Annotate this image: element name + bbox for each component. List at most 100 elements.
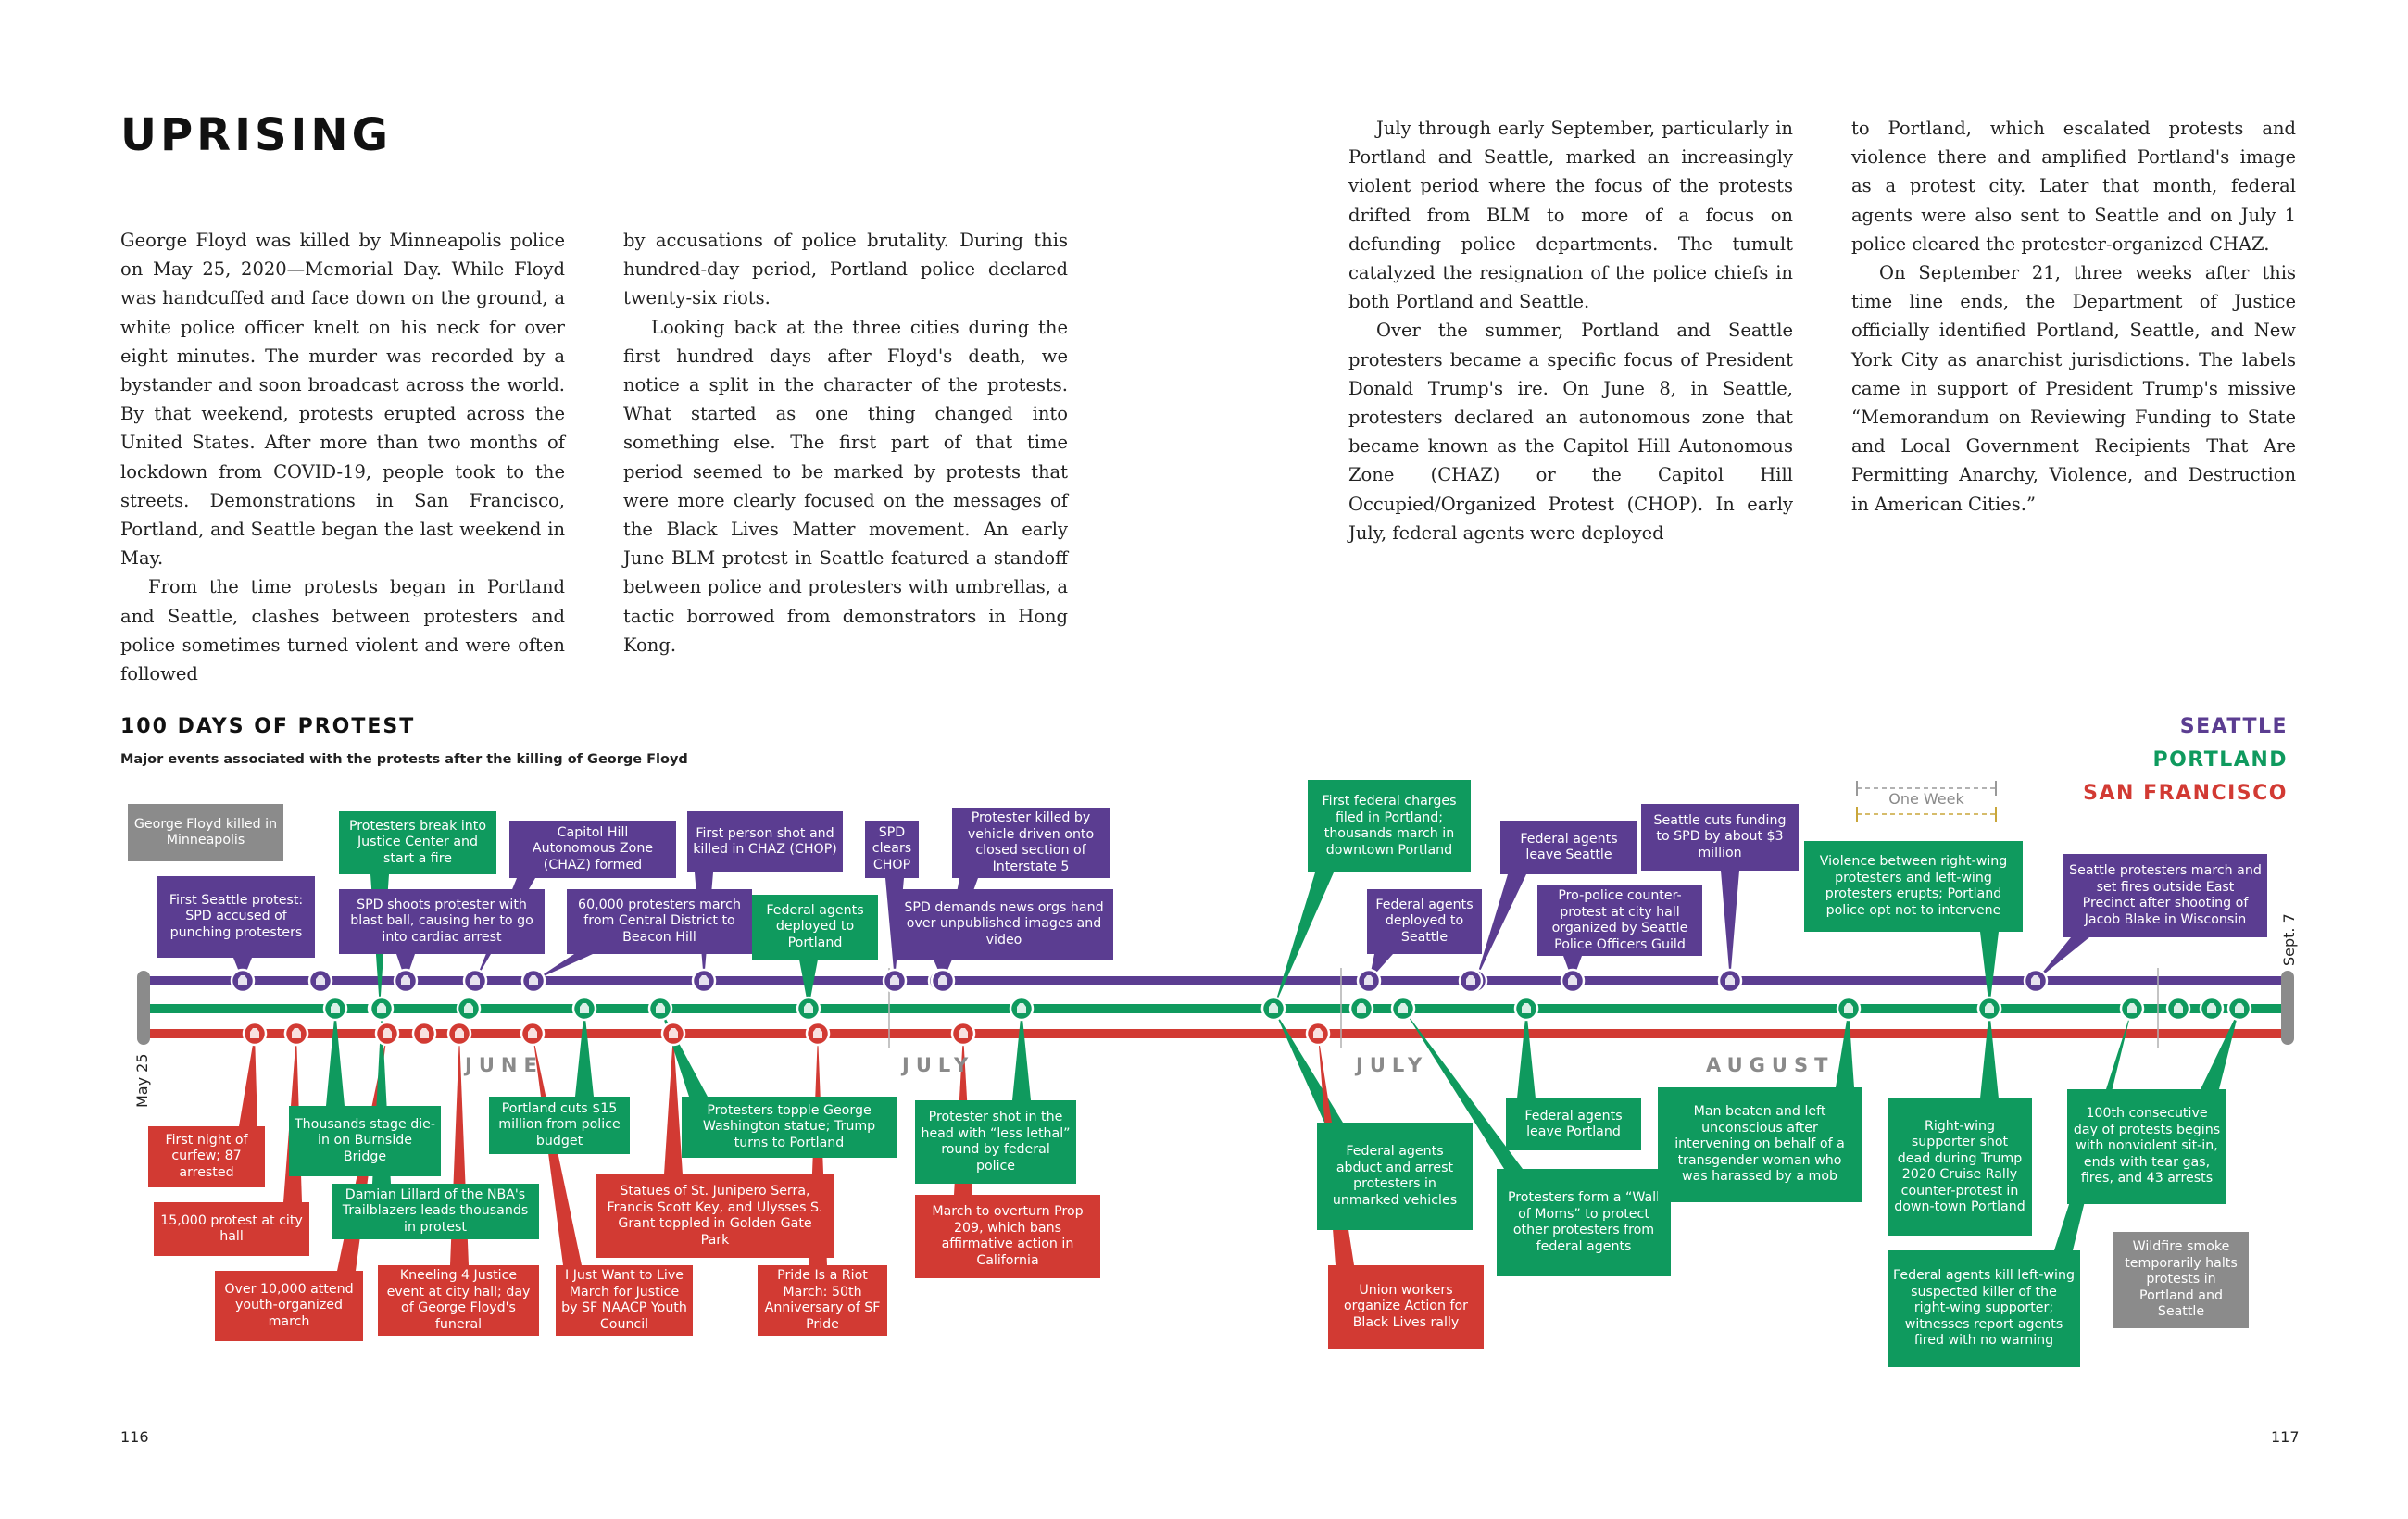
event-leader	[2036, 937, 2089, 981]
page-number-right: 117	[2271, 1428, 2300, 1446]
fist-glyph	[1313, 1028, 1323, 1038]
fist-glyph	[2031, 975, 2040, 985]
fist-glyph	[813, 1028, 822, 1038]
event-callout: I Just Want to Live March for Justice by…	[556, 1265, 693, 1336]
event-callout: Violence between right-wing protesters a…	[1804, 841, 2023, 932]
event-callout: Federal agents deployed to Portland	[752, 895, 878, 960]
event-leader	[664, 1034, 683, 1174]
event-callout: First night of curfew; 87 arrested	[148, 1126, 265, 1187]
one-week-scale-label: One Week	[1888, 790, 1964, 808]
event-leader	[1517, 1009, 1536, 1098]
legend-san-francisco: SAN FRANCISCO	[2083, 782, 2288, 805]
event-callout: Federal agents kill left-wing suspected …	[1888, 1250, 2080, 1367]
month-label-july: JULY	[902, 1054, 975, 1076]
fist-glyph	[1017, 1003, 1026, 1013]
fist-glyph	[580, 1003, 589, 1013]
event-leader	[1273, 1009, 1343, 1123]
event-callout: March to overturn Prop 209, which bans a…	[915, 1195, 1100, 1278]
paragraph: From the time protests began in Portland…	[120, 576, 565, 685]
fist-glyph	[1985, 1003, 1994, 1013]
event-leader	[1836, 1009, 1854, 1087]
event-leader	[2201, 1009, 2239, 1089]
fist-glyph	[316, 975, 325, 985]
event-leader	[1980, 932, 1999, 1009]
fist-glyph	[1568, 975, 1577, 985]
event-leader	[660, 1009, 708, 1097]
paragraph: by accusations of police brutality. Duri…	[623, 230, 1068, 309]
event-callout: Capitol Hill Autonomous Zone (CHAZ) form…	[509, 821, 676, 878]
event-callout: SPD clears CHOP	[865, 821, 919, 878]
event-callout: Over 10,000 attend youth-organized march	[215, 1271, 363, 1341]
fist-glyph	[250, 1028, 259, 1038]
event-callout: Portland cuts $15 million from police bu…	[489, 1097, 630, 1154]
event-callout: Federal agents abduct and arrest protest…	[1317, 1123, 1473, 1230]
body-column-1: George Floyd was killed by Minneapolis p…	[120, 226, 565, 688]
fist-glyph	[1466, 975, 1475, 985]
page-number-left: 116	[120, 1428, 149, 1446]
fist-glyph	[2207, 1003, 2216, 1013]
event-callout: Seattle protesters march and set fires o…	[2063, 854, 2267, 937]
event-callout: Kneeling 4 Justice event at city hall; d…	[378, 1265, 539, 1336]
fist-glyph	[470, 975, 480, 985]
event-leader	[575, 1009, 594, 1097]
fist-glyph	[528, 1028, 537, 1038]
fist-glyph	[331, 1003, 340, 1013]
body-column-3: July through early September, particular…	[1348, 114, 1793, 547]
event-callout: Damian Lillard of the NBA's Trailblazers…	[332, 1184, 539, 1239]
event-callout: First federal charges filed in Portland;…	[1308, 780, 1471, 872]
paragraph: to Portland, which escalated protests an…	[1851, 118, 2296, 255]
fist-glyph	[529, 975, 538, 985]
event-callout: First person shot and killed in CHAZ (CH…	[687, 811, 843, 872]
start-date-label: May 25	[133, 1053, 151, 1108]
body-column-4: to Portland, which escalated protests an…	[1851, 114, 2296, 519]
event-callout: Wildfire smoke temporarily halts protest…	[2113, 1232, 2249, 1328]
legend-seattle: SEATTLE	[2179, 715, 2288, 738]
fist-glyph	[1364, 975, 1373, 985]
fist-glyph	[455, 1028, 464, 1038]
event-callout: Protesters form a “Wall of Moms” to prot…	[1497, 1169, 1671, 1276]
fist-glyph	[1522, 1003, 1531, 1013]
event-callout: 60,000 protesters march from Central Dis…	[567, 889, 752, 954]
event-leader	[1012, 1009, 1031, 1100]
event-callout: Protesters break into Justice Center and…	[339, 811, 496, 874]
fist-glyph	[292, 1028, 301, 1038]
fist-glyph	[2127, 1003, 2137, 1013]
fist-glyph	[238, 975, 247, 985]
month-label-august: AUGUST	[1706, 1054, 1835, 1076]
event-callout: George Floyd killed in Minneapolis	[128, 804, 283, 861]
fist-glyph	[2174, 1003, 2183, 1013]
event-callout: Man beaten and left unconscious after in…	[1658, 1087, 1862, 1202]
event-leader	[396, 954, 415, 981]
event-callout: SPD demands news orgs hand over unpublis…	[895, 889, 1113, 960]
fist-glyph	[1269, 1003, 1278, 1013]
event-leader	[326, 1009, 345, 1106]
event-callout: 100th consecutive day of protests begins…	[2067, 1089, 2226, 1204]
fist-glyph	[890, 975, 899, 985]
page-title: UPRISING	[120, 109, 392, 161]
event-callout: Statues of St. Junipero Serra, Francis S…	[596, 1174, 834, 1258]
fist-glyph	[2235, 1003, 2244, 1013]
fist-glyph	[464, 1003, 473, 1013]
event-leader	[1273, 872, 1334, 1009]
event-callout: Thousands stage die-in on Burnside Bridg…	[289, 1106, 441, 1176]
body-column-2: by accusations of police brutality. Duri…	[623, 226, 1068, 659]
event-callout: Seattle cuts funding to SPD by about $3 …	[1641, 804, 1799, 871]
event-callout: Pride Is a Riot March: 50th Anniversary …	[758, 1265, 887, 1336]
event-callout: Federal agents deployed to Seattle	[1367, 889, 1482, 954]
paragraph: Looking back at the three cities during …	[623, 316, 1068, 656]
fist-glyph	[383, 1028, 392, 1038]
fist-glyph	[804, 1003, 813, 1013]
event-callout: Right-wing supporter shot dead during Tr…	[1888, 1098, 2032, 1236]
event-callout: 15,000 protest at city hall	[154, 1202, 309, 1256]
fist-glyph	[1357, 1003, 1366, 1013]
legend-portland: PORTLAND	[2152, 748, 2288, 772]
timeline-subheading: Major events associated with the protest…	[120, 752, 688, 767]
event-callout: Federal agents leave Seattle	[1500, 821, 1637, 874]
fist-glyph	[959, 1028, 968, 1038]
event-leader	[1403, 1009, 1523, 1169]
event-callout: Union workers organize Action for Black …	[1328, 1265, 1484, 1349]
timeline-end-cap	[2281, 971, 2294, 1045]
paragraph: Over the summer, Portland and Seattle pr…	[1348, 320, 1793, 544]
event-callout: Pro-police counter-protest at city hall …	[1537, 885, 1702, 956]
paragraph: On September 21, three weeks after this …	[1851, 262, 2296, 515]
